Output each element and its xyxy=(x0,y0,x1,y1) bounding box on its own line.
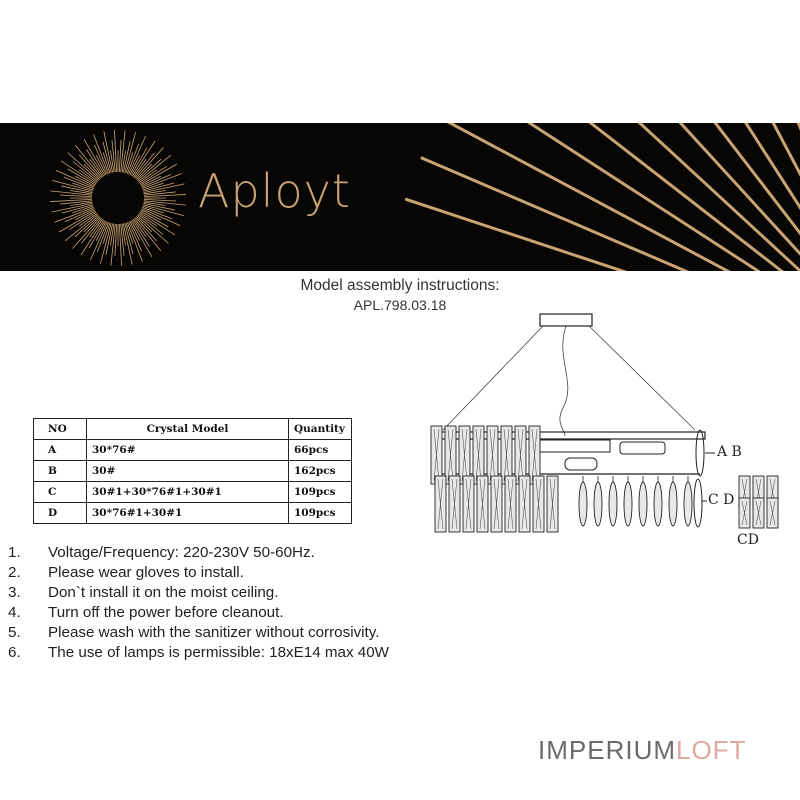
sun-logo-icon xyxy=(50,130,186,266)
suspension-cable xyxy=(588,325,696,431)
header-banner xyxy=(0,123,800,271)
header-model: Crystal Model xyxy=(86,418,289,440)
footer-logo-part2: LOFT xyxy=(676,735,747,765)
model-number: APL.798.03.18 xyxy=(353,297,447,313)
end-crystal xyxy=(695,429,705,477)
note-number: 5. xyxy=(8,624,21,641)
list-item: 5. Please wash with the sanitizer without… xyxy=(8,623,389,643)
list-item: 3. Don`t install it on the moist ceiling. xyxy=(8,583,389,603)
crystal-spec-table: NO Crystal Model Quantity A 30*76# 66pcs… xyxy=(33,418,352,524)
cell-no: A xyxy=(33,439,87,461)
cell-model: 30*76#1+30#1 xyxy=(86,502,289,524)
note-number: 4. xyxy=(8,604,21,621)
table-row: D 30*76#1+30#1 109pcs xyxy=(33,502,352,524)
label-c-d: C D xyxy=(708,492,735,508)
table-row: A 30*76# 66pcs xyxy=(33,439,352,461)
label-a-b: A B xyxy=(717,444,742,460)
cell-quantity: 162pcs xyxy=(288,460,352,482)
footer-logo: IMPERIUMLOFT xyxy=(538,735,746,766)
cell-model: 30#1+30*76#1+30#1 xyxy=(86,481,289,503)
safety-notes-list: 1. Voltage/Frequency: 220-230V 50-60Hz. 2… xyxy=(8,543,389,663)
lamp-holder xyxy=(539,439,611,453)
crystal-drops xyxy=(578,476,693,527)
end-crystal xyxy=(693,478,703,528)
note-number: 2. xyxy=(8,564,21,581)
cell-model: 30*76# xyxy=(86,439,289,461)
brand-logo: Aployt xyxy=(198,164,351,218)
list-item: 6. The use of lamps is permissible: 18xE1… xyxy=(8,643,389,663)
note-text: Don`t install it on the moist ceiling. xyxy=(48,584,279,601)
crystal-detail-cd xyxy=(738,475,779,529)
note-number: 1. xyxy=(8,544,21,561)
cell-quantity: 109pcs xyxy=(288,481,352,503)
cell-quantity: 109pcs xyxy=(288,502,352,524)
note-text: The use of lamps is permissible: 18xE14 … xyxy=(48,644,390,661)
sun-rays-graphic xyxy=(50,123,800,271)
crystal-rows-upper xyxy=(430,425,541,485)
note-number: 3. xyxy=(8,584,21,601)
corner-rays-graphic xyxy=(404,123,800,271)
list-item: 4. Turn off the power before cleanout. xyxy=(8,603,389,623)
note-number: 6. xyxy=(8,644,21,661)
power-cord xyxy=(559,325,569,437)
cell-no: B xyxy=(33,460,87,482)
note-text: Voltage/Frequency: 220-230V 50-60Hz. xyxy=(48,544,315,561)
header-quantity: Quantity xyxy=(288,418,352,440)
table-header-row: NO Crystal Model Quantity xyxy=(33,418,352,440)
cell-quantity: 66pcs xyxy=(288,439,352,461)
chandelier-diagram xyxy=(430,313,779,533)
cell-no: D xyxy=(33,502,87,524)
page-title: Model assembly instructions: xyxy=(300,277,500,294)
note-text: Turn off the power before cleanout. xyxy=(48,604,284,621)
label-c-d-detail: CD xyxy=(737,532,759,548)
table-row: B 30# 162pcs xyxy=(33,460,352,482)
cell-no: C xyxy=(33,481,87,503)
bulb-shape xyxy=(564,457,598,471)
note-text: Please wear gloves to install. xyxy=(48,564,244,581)
suspension-cable xyxy=(442,325,544,431)
table-row: C 30#1+30*76#1+30#1 109pcs xyxy=(33,481,352,503)
bulb-shape xyxy=(619,441,666,455)
note-text: Please wash with the sanitizer without c… xyxy=(48,624,380,641)
header-no: NO xyxy=(33,418,87,440)
footer-logo-part1: IMPERIUM xyxy=(538,735,676,765)
crystal-rows-lower xyxy=(434,475,559,533)
ceiling-canopy xyxy=(539,313,593,327)
list-item: 2. Please wear gloves to install. xyxy=(8,563,389,583)
cell-model: 30# xyxy=(86,460,289,482)
list-item: 1. Voltage/Frequency: 220-230V 50-60Hz. xyxy=(8,543,389,563)
